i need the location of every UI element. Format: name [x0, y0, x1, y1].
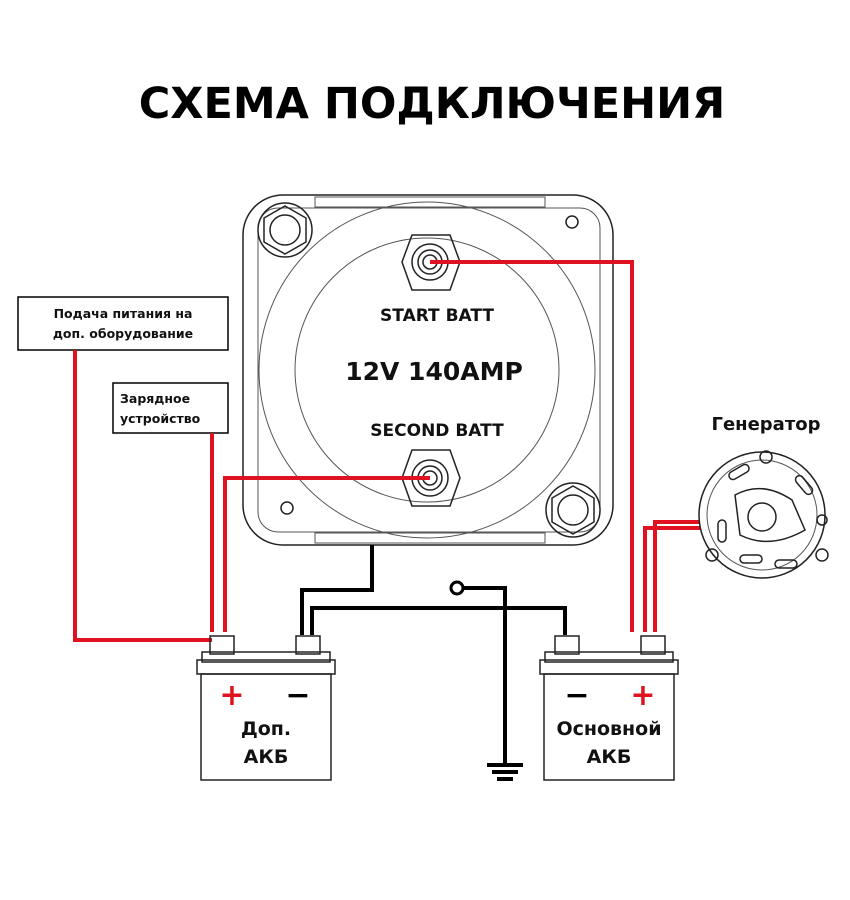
positive-wires: [73, 260, 700, 642]
mount-nut-top-left-icon: [257, 202, 313, 258]
negative-wires: [300, 545, 567, 781]
main-battery: − + Основной АКБ: [539, 635, 679, 781]
minus-sign: −: [564, 678, 589, 713]
power-supply-box: Подача питания на доп. оборудование: [17, 296, 229, 351]
rating-label: 12V 140AMP: [345, 357, 523, 386]
ground-icon: [487, 763, 523, 781]
start-batt-label: START BATT: [380, 306, 494, 326]
aux-battery: + − Доп. АКБ: [196, 635, 336, 781]
second-batt-label: SECOND BATT: [370, 421, 504, 441]
plus-sign: +: [630, 678, 655, 713]
mount-nut-bottom-right-icon: [545, 482, 601, 538]
minus-sign: −: [285, 678, 310, 713]
main-battery-line2: АКБ: [587, 746, 632, 768]
battery-isolator-relay: START BATT 12V 140AMP SECOND BATT: [242, 194, 614, 546]
aux-battery-line1: Доп.: [241, 718, 291, 740]
charger-line1: Зарядное: [120, 391, 190, 406]
power-supply-line1: Подача питания на: [54, 306, 193, 321]
power-supply-line2: доп. оборудование: [53, 326, 193, 341]
aux-battery-line2: АКБ: [244, 746, 289, 768]
charger-line2: устройство: [120, 411, 201, 426]
plus-sign: +: [219, 678, 244, 713]
main-battery-line1: Основной: [556, 718, 661, 740]
charger-box: Зарядное устройство: [112, 382, 229, 434]
generator-label: Генератор: [711, 414, 820, 435]
generator-icon: [698, 450, 829, 579]
page-title: СХЕМА ПОДКЛЮЧЕНИЯ: [139, 79, 726, 129]
